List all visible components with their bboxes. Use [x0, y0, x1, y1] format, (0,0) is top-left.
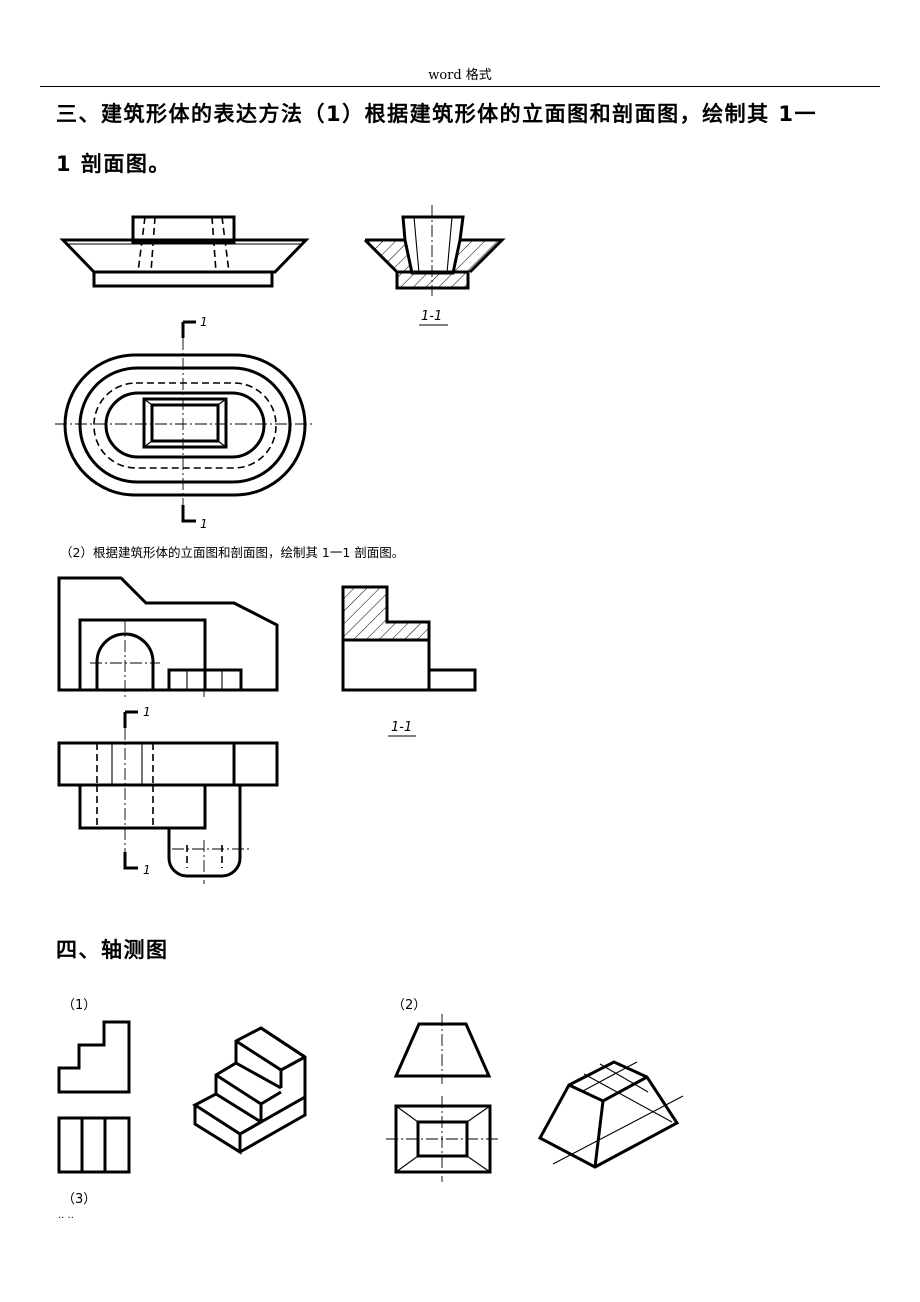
item1-isometric	[192, 1026, 307, 1155]
drawing2-plan: 1 1	[57, 705, 279, 884]
section3-subtitle-2: （2）根据建筑形体的立面图和剖面图，绘制其 1一1 剖面图。	[60, 545, 405, 560]
page-header: word 格式	[428, 68, 492, 83]
cut-label-top-1: 1	[200, 315, 208, 329]
cut-label-bottom-2: 1	[143, 863, 151, 877]
header-rule	[40, 86, 880, 87]
footer-dots: .. ..	[58, 1210, 74, 1221]
section-label-1: 1-1	[421, 309, 442, 324]
drawing2-elevation	[57, 576, 279, 700]
drawing1-plan: 1 1	[55, 315, 315, 531]
item-1-label: （1）	[62, 998, 97, 1013]
section3-heading-line2: 1 剖面图。	[56, 152, 171, 176]
drawing1-elevation	[59, 215, 310, 288]
drawing2-section: 1-1	[341, 585, 477, 737]
drawing1-section: 1-1	[363, 205, 506, 326]
section3-heading-line1: 三、建筑形体的表达方法（1）根据建筑形体的立面图和剖面图，绘制其 1一	[56, 102, 818, 126]
item1-orthographic	[57, 1020, 131, 1174]
cut-label-bottom-1: 1	[200, 517, 208, 531]
item-3-label: （3）	[62, 1192, 97, 1207]
item2-isometric	[537, 1060, 684, 1169]
section-label-2: 1-1	[391, 720, 412, 735]
section4-heading: 四、轴测图	[56, 938, 169, 962]
item2-orthographic	[386, 1014, 500, 1182]
item-2-label: （2）	[392, 998, 427, 1013]
cut-label-top-2: 1	[143, 705, 151, 719]
